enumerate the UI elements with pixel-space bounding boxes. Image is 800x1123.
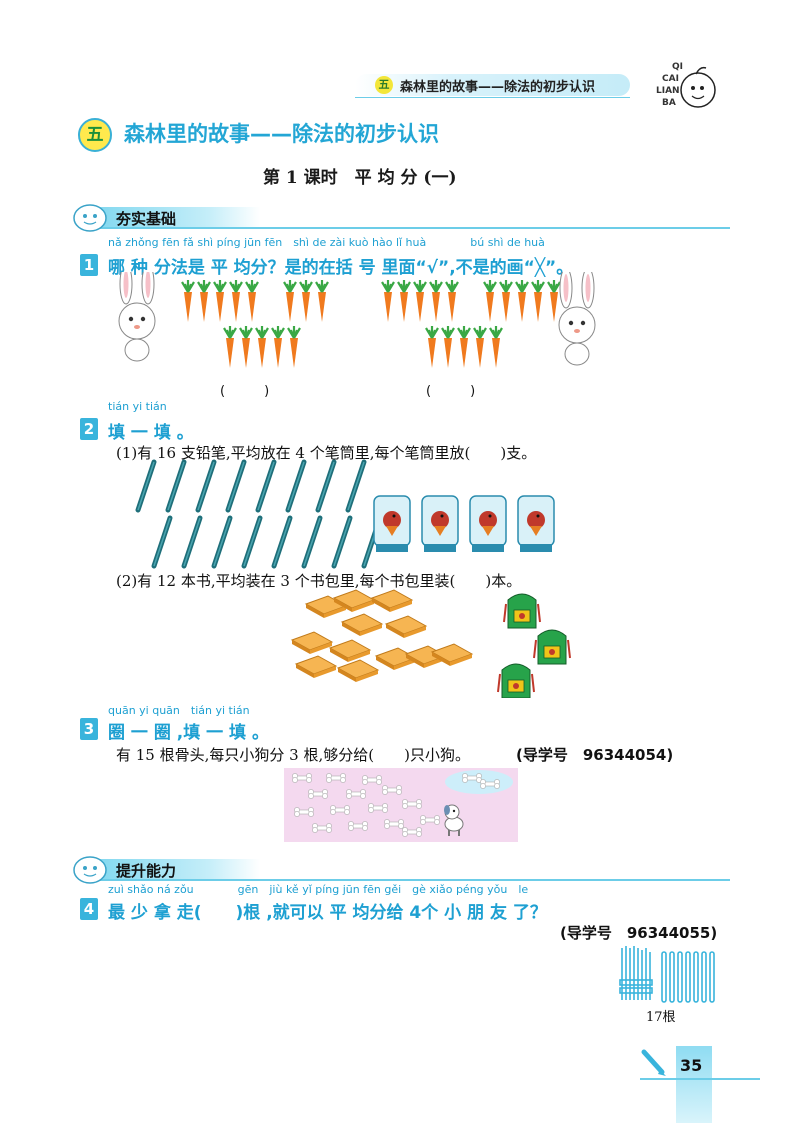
q1-text: 哪 种 分法是 平 均分？是的在括 号 里面“√”,不是的画“╳”。 bbox=[108, 258, 574, 278]
q2-part1: (1)有 16 支铅笔,平均放在 4 个笔筒里,每个笔筒里放( )支。 bbox=[116, 444, 537, 462]
q4-sticks-illustration bbox=[619, 946, 715, 1003]
q3-body: 有 15 根骨头,每只小狗分 3 根,够分给( )只小狗。 bbox=[116, 746, 470, 764]
q2-text: 填 一 填 。 bbox=[108, 423, 194, 443]
q1-answer-blank-left[interactable]: ( ) bbox=[220, 384, 270, 399]
q2-number: 2 bbox=[80, 418, 98, 440]
q3-pinyin: quān yi quān tián yi tián bbox=[108, 704, 250, 717]
q3-guide-number-text: (导学号 96344054) bbox=[516, 746, 674, 764]
header-rule bbox=[355, 97, 630, 98]
q2-pencils-illustration bbox=[118, 458, 555, 570]
bunny-icon bbox=[118, 272, 156, 362]
q4-guide-number-text: (导学号 96344055) bbox=[560, 924, 718, 942]
q4-pinyin: zuì shǎo ná zǒu gēn jiù kě yǐ píng jūn f… bbox=[108, 883, 529, 896]
loose-sticks bbox=[661, 951, 715, 1003]
bunny-icon bbox=[558, 272, 596, 366]
section-banner-basic: 夯实基础 bbox=[70, 204, 730, 232]
section-label: 夯实基础 bbox=[116, 210, 177, 228]
header-title: 森林里的故事——除法的初步认识 bbox=[400, 80, 596, 95]
q1-pinyin: nǎ zhǒng fēn fǎ shì píng jūn fēn shì de … bbox=[108, 236, 545, 249]
book-stacks bbox=[291, 589, 473, 683]
carrot-group-left bbox=[180, 278, 330, 370]
unit-title: 森林里的故事——除法的初步认识 bbox=[124, 122, 439, 146]
brand-letter: LIAN bbox=[656, 86, 680, 96]
q4-guide-number: (导学号 96344055) bbox=[560, 922, 717, 943]
q3-bones-illustration bbox=[284, 768, 518, 842]
pencil-row-top bbox=[138, 462, 364, 510]
q4-number: 4 bbox=[80, 898, 98, 920]
brand-logo: QI CAI LIAN BA bbox=[638, 52, 718, 122]
page-number: 35 bbox=[680, 1056, 703, 1075]
q1-number: 1 bbox=[80, 254, 98, 276]
q2-books-illustration bbox=[291, 589, 571, 698]
apple-mascot-icon bbox=[680, 66, 716, 108]
pencil-row-bottom bbox=[154, 518, 380, 566]
pencil-cups bbox=[373, 495, 555, 553]
q4-text: 最 少 拿 走( )根 ,就可以 平 均分给 4个 小 朋 友 了？ bbox=[108, 903, 547, 923]
header-unit-number: 五 bbox=[375, 76, 393, 94]
carrot-group-right bbox=[380, 278, 562, 370]
mascot-icon bbox=[73, 856, 107, 884]
q1-illustration bbox=[118, 272, 596, 370]
mascot-icon bbox=[73, 204, 107, 232]
brand-letter: CAI bbox=[662, 74, 679, 84]
q3-text: 圈 一 圈 ,填 一 填 。 bbox=[108, 723, 269, 743]
lesson-title: 第 1 课时 平 均 分 (一) bbox=[263, 168, 457, 188]
school-bags bbox=[497, 593, 571, 698]
stick-bundle bbox=[619, 946, 653, 1000]
brand-letter: BA bbox=[662, 98, 676, 108]
puppy-icon bbox=[444, 804, 464, 836]
pencil-icon bbox=[641, 1049, 666, 1076]
unit-number-badge: 五 bbox=[78, 118, 112, 152]
section-label: 提升能力 bbox=[116, 862, 177, 880]
running-header: 五 森林里的故事——除法的初步认识 bbox=[355, 72, 630, 98]
q3-guide-number: (导学号 96344054) bbox=[516, 744, 673, 765]
brand-letter: QI bbox=[672, 62, 683, 72]
header-pill bbox=[355, 74, 630, 96]
q3-number: 3 bbox=[80, 718, 98, 740]
q1-answer-blank-right[interactable]: ( ) bbox=[426, 384, 476, 399]
q2-part2: (2)有 12 本书,平均装在 3 个书包里,每个书包里装( )本。 bbox=[116, 572, 522, 590]
page-footer-rule bbox=[640, 1078, 760, 1080]
section-banner-advanced: 提升能力 bbox=[70, 856, 730, 884]
q2-pinyin: tián yi tián bbox=[108, 400, 167, 413]
page-number-tab bbox=[676, 1046, 712, 1123]
q4-sticks-label: 17根 bbox=[646, 1010, 676, 1025]
